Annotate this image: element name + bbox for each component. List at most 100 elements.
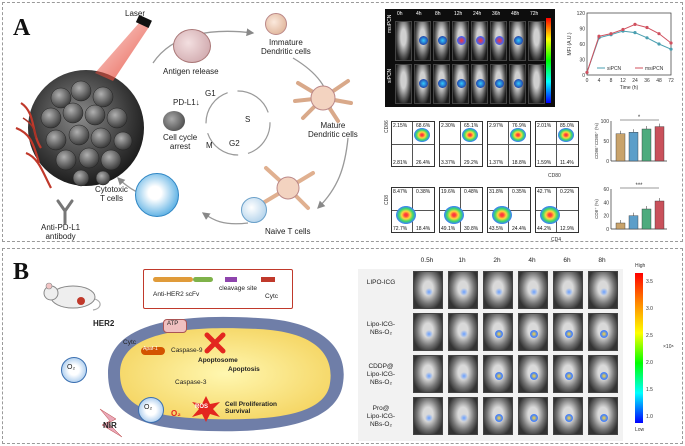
quadrant-ul-value: 2.30%	[441, 123, 456, 129]
flow-bottom-xlabel: CD4	[551, 237, 562, 243]
phase-g2: G2	[229, 139, 240, 148]
phase-m: M	[206, 141, 213, 150]
quadrant-ll-value: 1.59%	[537, 160, 552, 166]
panel-b: B Anti-HER2 scFv cleavage site Cytc HER2…	[2, 248, 683, 444]
cytc-domain	[261, 277, 275, 282]
quadrant-ll-value: 3.37%	[441, 160, 456, 166]
flow-density-blob	[492, 206, 512, 224]
o2-red-label: O₂	[171, 409, 181, 418]
fluorescence-spot	[495, 79, 504, 88]
colorbar-tick: 2.0	[646, 360, 653, 366]
x-tick-label: 72	[668, 78, 674, 84]
timepoint-header: 1h	[458, 257, 466, 264]
mature-dc-label: Mature Dendritic cells	[308, 121, 358, 140]
flow-hline	[440, 144, 482, 145]
naive-t-cell-icon	[241, 197, 267, 223]
quadrant-ul-value: 2.01%	[537, 123, 552, 129]
fluorescence-spot	[476, 79, 485, 88]
timepoint-header: 0.5h	[420, 257, 434, 264]
x-tick-label: 24	[632, 78, 638, 84]
fluorescence-spot	[425, 414, 433, 422]
fluorescence-spot	[600, 372, 608, 380]
quadrant-ll-value: 72.7%	[393, 226, 408, 232]
quadrant-ur-value: 0.38%	[416, 189, 431, 195]
arrested-cell-icon	[163, 111, 185, 131]
mouse-thumbnail	[490, 21, 507, 61]
fluorescence-spot	[419, 79, 428, 88]
mouse-thumbnail	[395, 21, 412, 61]
series-line-siPCN	[586, 30, 672, 73]
scfv-domain-b	[193, 277, 213, 282]
mouse-thumbnail	[588, 397, 618, 435]
colorbar-tick: 3.5	[646, 279, 653, 285]
mouse-thumbnail	[433, 64, 450, 104]
x-axis-label: Time (h)	[620, 85, 639, 91]
fluorescence-spot	[514, 36, 523, 45]
mouse-thumbnail	[588, 271, 618, 309]
flow-cytometry-plot: 42.7%0.22%44.2%12.9%	[535, 187, 579, 233]
o2-label: O₂	[144, 404, 153, 411]
quadrant-lr-value: 26.4%	[416, 160, 431, 166]
anti-pdl1-label: Anti-PD-L1 antibody	[41, 223, 81, 242]
row-label-sipcn: siPCN	[387, 68, 393, 83]
cytc-label: Cytc	[123, 339, 136, 346]
quadrant-ur-value: 0.22%	[560, 189, 575, 195]
data-point	[597, 34, 601, 38]
flow-density-blob	[558, 128, 574, 142]
flow-cytometry-plot: 8.47% 0.38% 72.7% 18.4%	[391, 187, 435, 233]
x-tick-label: 8	[610, 78, 613, 84]
fluorescence-spot	[457, 79, 466, 88]
proliferation-label: Cell Proliferation Survival	[225, 401, 278, 416]
flow-bottom-ylabel: CD8	[384, 194, 390, 205]
tumor-cell-illustration	[108, 316, 344, 432]
fluorescence-spot	[438, 36, 447, 45]
data-point	[633, 31, 637, 35]
fluorescence-imaging-strip	[385, 9, 555, 107]
mouse-thumbnail	[483, 397, 513, 435]
bar	[641, 208, 652, 230]
mouse-thumbnail	[483, 355, 513, 393]
flow-hline	[392, 144, 434, 145]
cleavage-site-domain	[225, 277, 237, 282]
quadrant-lr-value: 18.4%	[416, 226, 431, 232]
fluorescence-spot	[600, 330, 608, 338]
colorbar-tick: 3.0	[646, 306, 653, 312]
x-tick-label: 36	[644, 78, 650, 84]
bar	[628, 132, 639, 162]
imaging-colorbar	[546, 18, 551, 103]
timepoint-header: 4h	[528, 257, 536, 264]
fluorescence-spot	[495, 372, 503, 380]
quadrant-ul-value: 8.47%	[393, 189, 408, 195]
y-tick-label: 30	[579, 58, 585, 64]
quadrant-ur-value: 85.0%	[560, 123, 575, 129]
imaging-row-label: Lipo-ICG- NBs-O₂	[366, 321, 396, 336]
y-tick-label: 20	[603, 214, 609, 220]
dc-tcell-contact-icon	[261, 166, 315, 210]
data-point	[657, 42, 661, 46]
fluorescence-spot	[460, 372, 468, 380]
fluorescence-spot	[460, 330, 468, 338]
bar	[654, 200, 665, 230]
bar	[654, 126, 665, 162]
data-point	[669, 41, 673, 45]
fluorescence-spot	[530, 330, 538, 338]
mouse-thumbnail	[490, 64, 507, 104]
timepoint-label: 8h	[435, 11, 441, 17]
mouse-thumbnail	[448, 271, 478, 309]
y-tick-label: 60	[603, 187, 609, 193]
atp-label: ATP	[167, 321, 179, 327]
timepoint-header: 2h	[493, 257, 501, 264]
quadrant-ll-value: 49.1%	[441, 226, 456, 232]
timepoint-label: 0h	[397, 11, 403, 17]
colorbar-unit-label: ×10⁸	[663, 344, 674, 350]
fluorescence-spot	[565, 330, 573, 338]
y-axis-label: MFI (A.U.)	[567, 32, 573, 55]
mouse-thumbnail	[528, 64, 545, 104]
quadrant-ll-value: 1.37%	[489, 160, 504, 166]
quadrant-ul-value: 31.8%	[489, 189, 504, 195]
mouse-thumbnail	[448, 313, 478, 351]
mature-dc-icon	[293, 79, 353, 123]
mouse-thumbnail	[414, 21, 431, 61]
quadrant-ll-value: 2.81%	[393, 160, 408, 166]
